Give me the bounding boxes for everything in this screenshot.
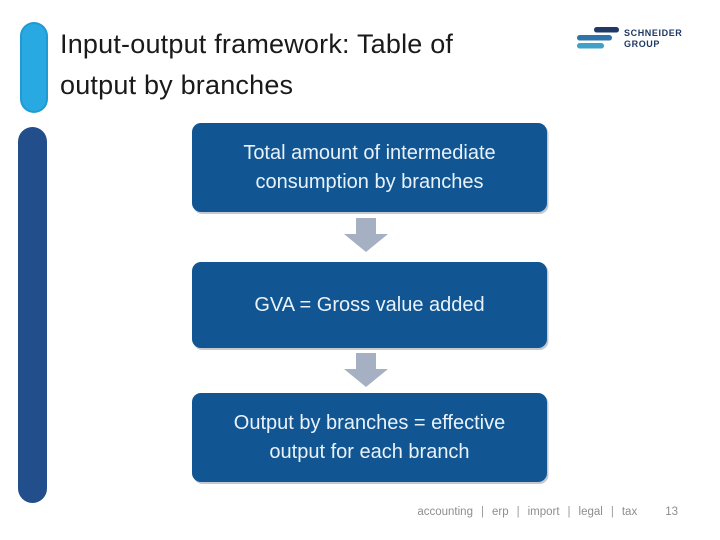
footer-separator: | xyxy=(610,506,614,518)
down-arrow-icon xyxy=(344,353,388,387)
flow-box-output-by-branches: Output by branches = effective output fo… xyxy=(192,393,547,482)
footer-item-legal: legal xyxy=(578,506,603,518)
flow-box-intermediate-consumption: Total amount of intermediate consumption… xyxy=(192,123,547,212)
schneider-group-logo: SCHNEIDER GROUP xyxy=(577,27,682,50)
flow-box-label: GVA = Gross value added xyxy=(254,293,485,316)
footer-separator: | xyxy=(567,506,571,518)
slide-title-line1: Input-output framework: Table of xyxy=(60,29,454,59)
footer-item-erp: erp xyxy=(491,506,509,518)
logo-text-line2: GROUP xyxy=(624,39,661,49)
flow-box-label: Output by branches = effective output fo… xyxy=(233,411,506,463)
page-number: 13 xyxy=(665,506,678,518)
footer-separator: | xyxy=(480,506,484,518)
footer-separator: | xyxy=(516,506,520,518)
slide-title-line2: output by branches xyxy=(60,70,294,100)
accent-pill-light xyxy=(20,22,48,113)
logo-text-line1: SCHNEIDER xyxy=(624,28,683,38)
footer-item-import: import xyxy=(527,506,560,518)
footer-item-tax: tax xyxy=(621,506,638,518)
accent-pill-dark xyxy=(18,127,47,503)
footer: accounting | erp | import | legal | tax … xyxy=(417,506,678,518)
footer-item-accounting: accounting xyxy=(417,506,473,518)
down-arrow-icon xyxy=(344,218,388,252)
logo-text: SCHNEIDER GROUP xyxy=(624,27,682,50)
flow-box-gva: GVA = Gross value added xyxy=(192,262,547,348)
logo-bars-icon xyxy=(577,27,619,49)
slide-title: Input-output framework: Table of output … xyxy=(60,24,560,106)
flow-box-label: Total amount of intermediate consumption… xyxy=(243,141,496,193)
